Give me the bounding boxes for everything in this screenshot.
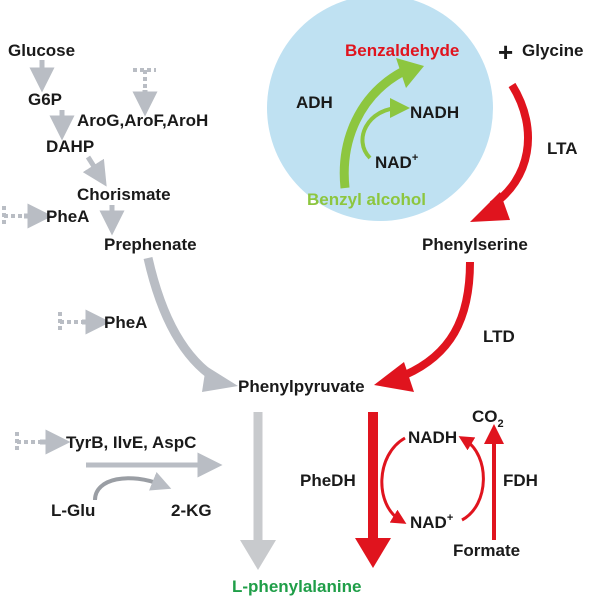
- label-lta: LTA: [547, 139, 578, 158]
- arrowhead-adh: [396, 58, 424, 88]
- arrowhead-lta: [470, 192, 510, 222]
- label-glucose: Glucose: [8, 41, 75, 60]
- arrow-ltd: [403, 261, 474, 379]
- label-nad-top-text: NAD: [375, 153, 412, 172]
- label-benzyl-alcohol: Benzyl alcohol: [307, 190, 426, 209]
- label-nad-charge: +: [447, 512, 453, 524]
- label-phea-2: PheA: [104, 313, 147, 332]
- arrow-glu-2kg: [93, 471, 172, 501]
- label-transaminases: TyrB, IlvE, AspC: [66, 433, 196, 452]
- label-prephenate: Prephenate: [104, 235, 197, 254]
- label-g6p: G6P: [28, 90, 62, 109]
- label-nad-text: NAD: [410, 513, 447, 532]
- label-fdh: FDH: [503, 471, 538, 490]
- dashed-input-phea-1: [2, 206, 28, 226]
- label-formate: Formate: [453, 541, 520, 560]
- label-product: L-phenylalanine: [232, 577, 361, 596]
- arrowhead-phedh: [355, 538, 391, 568]
- label-nad-top: NAD+: [375, 152, 418, 172]
- label-ltd: LTD: [483, 327, 515, 346]
- arrow-adh: [339, 68, 405, 189]
- plus-sign: +: [498, 37, 513, 67]
- label-co2: CO2: [472, 407, 504, 430]
- label-phea-1: PheA: [46, 207, 89, 226]
- label-benzaldehyde: Benzaldehyde: [345, 41, 459, 60]
- label-nad-top-charge: +: [412, 152, 418, 164]
- label-adh: ADH: [296, 93, 333, 112]
- label-co2-text: CO: [472, 407, 498, 426]
- label-nadh: NADH: [408, 428, 457, 447]
- arrow-nad-nadh: [458, 436, 485, 522]
- arrow-nadh-nad: [380, 436, 407, 524]
- arrow-dahp-chorismate: [82, 155, 107, 187]
- label-l-glu: L-Glu: [51, 501, 95, 520]
- label-aro-enzymes: AroG,AroF,AroH: [77, 111, 208, 130]
- dashed-input-phea-2: [58, 312, 86, 332]
- label-nad: NAD+: [410, 512, 453, 532]
- label-phenylserine: Phenylserine: [422, 235, 528, 254]
- label-glycine: Glycine: [522, 41, 583, 60]
- dashed-input-transaminase: [15, 432, 44, 452]
- label-co2-sub: 2: [498, 418, 504, 430]
- compartment-circle: [267, 0, 493, 221]
- label-nadh-top: NADH: [410, 103, 459, 122]
- label-phenylpyruvate: Phenylpyruvate: [238, 377, 365, 396]
- label-dahp: DAHP: [46, 137, 94, 156]
- arrow-lta: [489, 82, 533, 209]
- label-chorismate: Chorismate: [77, 185, 171, 204]
- arrow-prephenate-phenylpyruvate: [143, 257, 221, 384]
- label-phedh: PheDH: [300, 471, 356, 490]
- label-2-kg: 2-KG: [171, 501, 212, 520]
- arrowhead-transaminase-product: [240, 540, 276, 570]
- arrow-nad-nadh-top: [360, 98, 410, 160]
- arrowhead-ltd: [374, 362, 414, 392]
- arrowhead-prephenate-phenylpyruvate: [202, 366, 238, 392]
